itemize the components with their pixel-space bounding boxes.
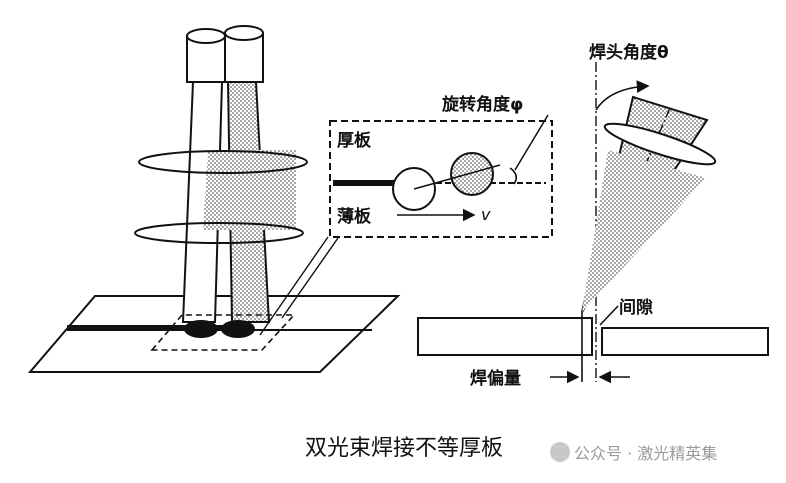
beam-right-body [203, 150, 296, 230]
gap-leader [599, 305, 619, 326]
head-lens [603, 122, 717, 166]
figure-caption: 双光束焊接不等厚板 [305, 436, 503, 461]
beam-source-right [224, 25, 264, 83]
inset-leader-left [259, 236, 329, 336]
rotation-angle-label: 旋转角度φ [441, 94, 523, 115]
lens-upper [138, 150, 308, 174]
head-angle-label: 焊头角度θ [589, 42, 669, 63]
thin-plate-label: 薄板 [337, 206, 372, 227]
inset-spot-axis [413, 164, 501, 190]
rotation-angle-arc [509, 167, 518, 185]
lens-lower [134, 222, 304, 244]
inset-detail: 厚板 薄板 v [329, 120, 553, 238]
inset-leader-right [281, 237, 339, 319]
velocity-label: v [481, 205, 491, 224]
inset-spot-dotted [450, 152, 494, 196]
watermark-text: 公众号 · 激光精英集 [574, 444, 717, 463]
head-angle-arc [595, 80, 650, 111]
beam-source-left [186, 28, 226, 83]
rotation-angle-leader [514, 114, 549, 171]
focal-spot-left [184, 320, 218, 338]
dual-beam-assembly [27, 25, 401, 373]
focal-spot-right [221, 320, 255, 338]
thin-plate-side [601, 327, 769, 356]
welding-head-view: 焊头角度θ 间隙 焊偏量 [417, 42, 769, 389]
weld-offset-label: 焊偏量 [470, 368, 521, 389]
watermark-logo-icon [550, 442, 570, 462]
welding-beam-cone-lower [582, 150, 706, 312]
detail-frame-small [150, 314, 296, 351]
gap-label: 间隙 [619, 297, 653, 318]
inset-frame [329, 120, 553, 238]
thick-plate-side [417, 317, 593, 356]
thick-plate-label: 厚板 [337, 130, 372, 151]
